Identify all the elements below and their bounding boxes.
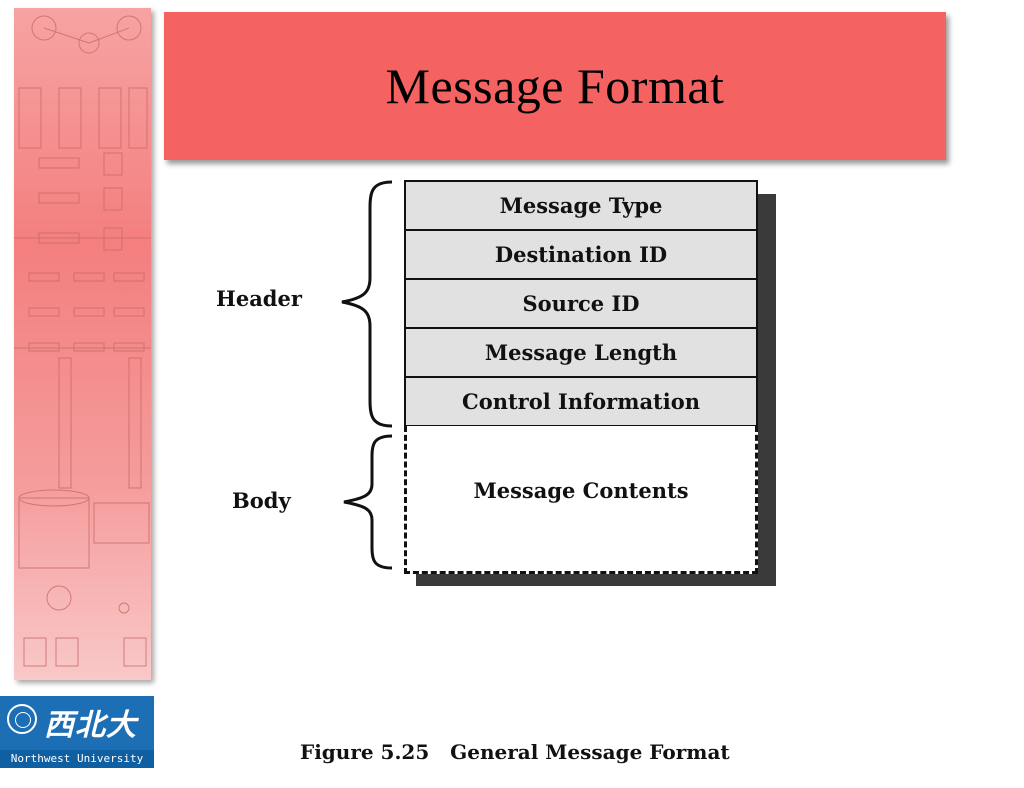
figure-number: Figure 5.25 [300,740,430,764]
header-field-stack: Message Type Destination ID Source ID Me… [404,180,758,427]
body-brace [343,434,393,570]
decorative-side-strip [14,8,151,680]
field-message-type: Message Type [404,180,758,229]
background-sketch [14,15,151,667]
university-name-english: Northwest University [0,750,154,768]
field-source-id: Source ID [404,278,758,327]
slide-title: Message Format [385,58,725,114]
message-format-diagram: Message Type Destination ID Source ID Me… [216,180,776,586]
figure-caption: Figure 5.25 General Message Format [300,740,730,764]
header-label: Header [216,286,302,311]
body-label: Body [232,488,291,513]
university-name-chinese: 西北大学 [44,708,137,787]
header-brace [341,180,393,428]
university-seal-icon [7,704,37,734]
field-control-information: Control Information [404,376,758,427]
message-contents-label: Message Contents [473,478,689,503]
title-banner: Message Format [164,12,946,160]
figure-title: General Message Format [450,740,730,764]
field-destination-id: Destination ID [404,229,758,278]
field-message-contents: Message Contents [404,426,758,574]
field-message-length: Message Length [404,327,758,376]
university-logo: 西北大学 Northwest University [0,696,154,787]
